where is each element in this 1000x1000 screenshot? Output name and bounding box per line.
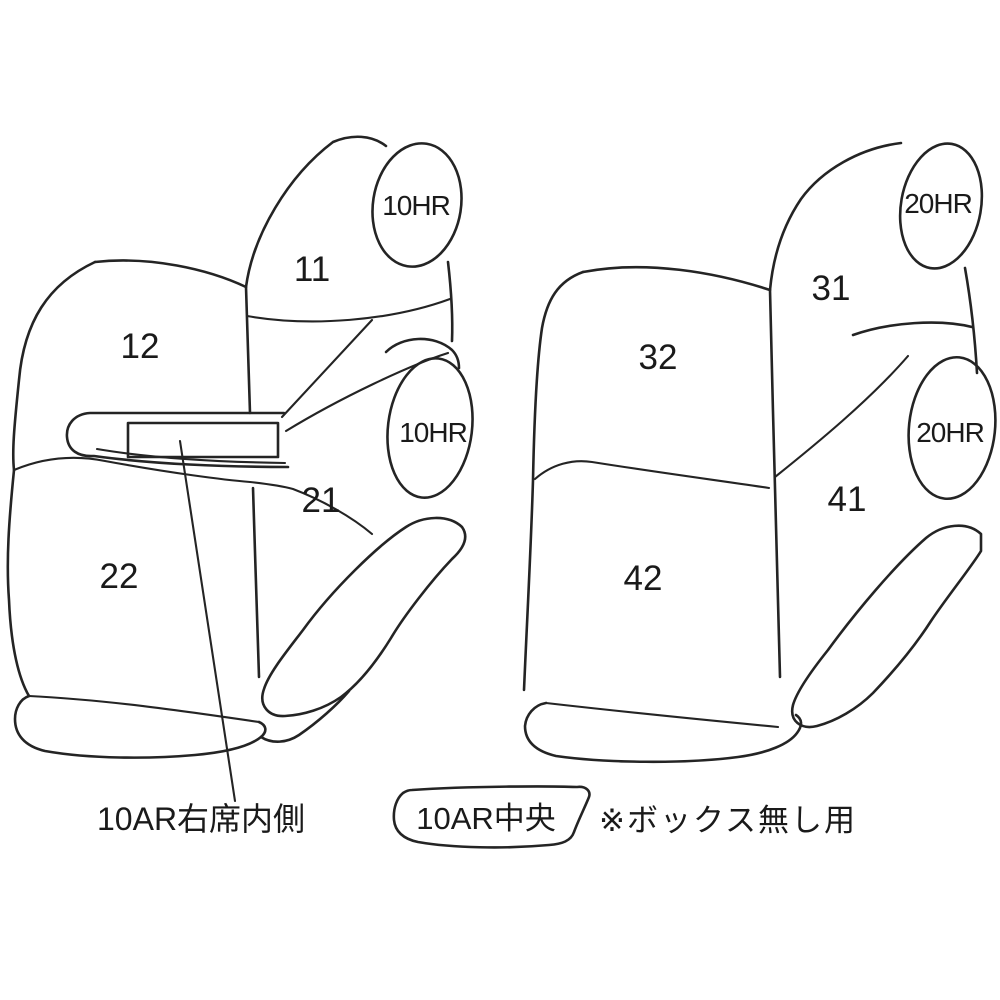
armrest-cover-rectangle	[126, 421, 280, 459]
right-panel-divider	[768, 288, 782, 679]
right-skirt-top-seam	[544, 701, 780, 729]
left-cushion-bolster	[261, 516, 467, 718]
left-seat-assembly: 10HR 11 12 10HR 21 22	[6, 135, 474, 803]
right-backrest-32-top-edge	[581, 265, 772, 292]
left-seam-12-22	[12, 456, 374, 536]
armrest-lower-contour	[95, 447, 287, 465]
left-backrest-11-seam	[245, 297, 452, 323]
right-headrest-lower-label: 20HR	[916, 417, 984, 448]
right-seam-32-42	[533, 460, 771, 490]
right-backrest-31-label: 31	[812, 269, 851, 308]
left-side-seam-upper	[280, 318, 374, 419]
right-side-seam	[773, 354, 910, 479]
center-cushion-piece-outline	[392, 785, 591, 849]
left-cushion-21-label: 21	[302, 481, 341, 520]
right-cushion-41-label: 41	[828, 480, 867, 519]
armrest-callout-leader-line	[178, 439, 237, 803]
left-headrest-lower-outline	[386, 357, 474, 499]
left-backrest-12-top-edge	[93, 259, 248, 289]
left-panel-divider-upper	[244, 285, 252, 415]
armrest-outer-shell	[65, 411, 290, 469]
right-seat-assembly: 20HR 31 32 20HR 41 42	[522, 141, 997, 764]
center-cushion-label: 10AR中央	[416, 801, 556, 836]
right-cushion-42-label: 42	[624, 559, 663, 598]
right-headrest-top-outline	[898, 142, 984, 270]
left-cushion-front-divider	[251, 486, 261, 679]
left-backrest-12-left-edge	[11, 260, 97, 472]
right-backrest-31-right-edge	[963, 266, 979, 375]
right-backrest-32-label: 32	[639, 338, 678, 377]
right-skirt-outline	[523, 701, 803, 764]
left-lower-headrest-collar	[384, 337, 461, 370]
left-backrest-12-label: 12	[121, 327, 160, 366]
left-cushion-22-left-edge	[6, 468, 31, 698]
right-headrest-top-label: 20HR	[904, 188, 972, 219]
right-lower-headrest-collar	[851, 321, 974, 337]
left-headrest-lower-label: 10HR	[399, 417, 467, 448]
armrest-callout-label: 10AR右席内側	[97, 801, 305, 837]
right-backrest-31-outline	[768, 141, 903, 292]
left-skirt-front-corner	[259, 689, 351, 743]
right-headrest-lower-outline	[907, 355, 997, 501]
bottom-annotations: 10AR右席内側 10AR中央 ※ボックス無し用	[97, 785, 857, 849]
left-cushion-22-label: 22	[100, 557, 139, 596]
right-cushion-bolster	[790, 524, 983, 729]
left-headrest-top-outline	[371, 142, 463, 268]
left-backrest-11-label: 11	[294, 250, 330, 289]
left-headrest-top-label: 10HR	[382, 190, 450, 221]
right-backrest-32-left-edge	[522, 270, 585, 692]
left-skirt-top-seam	[27, 694, 261, 724]
left-backrest-11-outline	[244, 135, 388, 289]
left-backrest-11-right-edge	[446, 260, 454, 343]
no-box-note: ※ボックス無し用	[599, 803, 857, 838]
